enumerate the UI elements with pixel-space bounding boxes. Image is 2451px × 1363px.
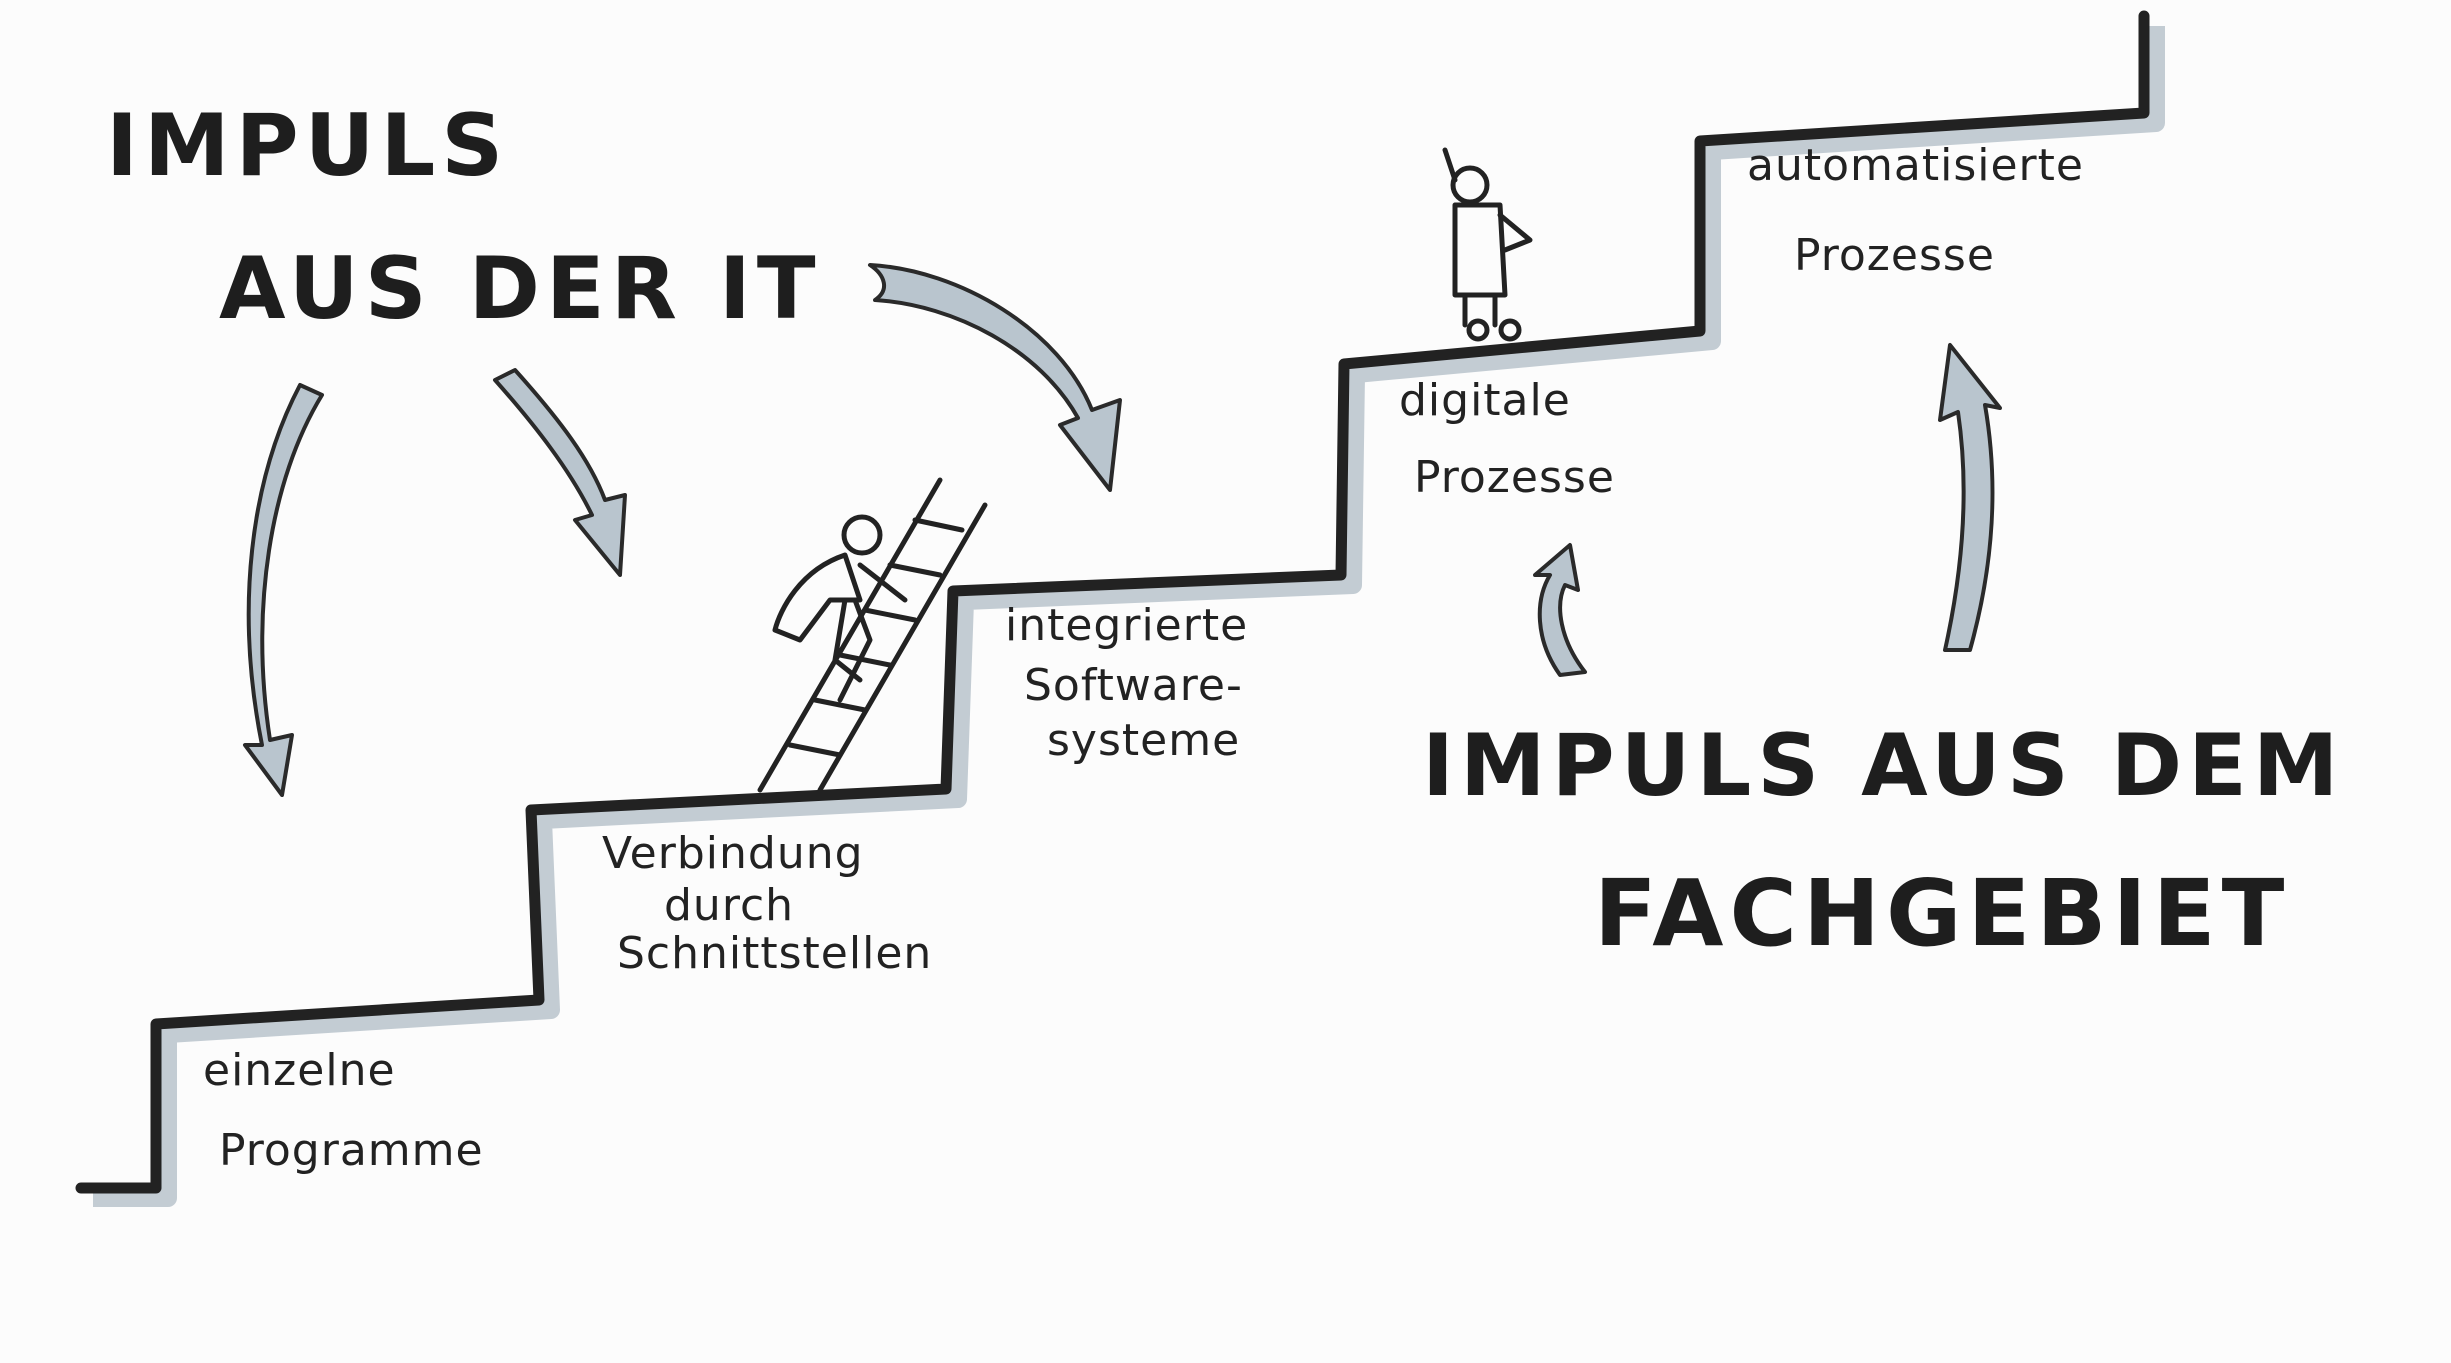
svg-text:Verbindung: Verbindung bbox=[602, 828, 864, 879]
heading-fachgebiet: IMPULS AUS DEM FACHGEBIET bbox=[1422, 716, 2344, 967]
step-label-2: Verbindung durch Schnittstellen bbox=[602, 828, 932, 979]
svg-text:Prozesse: Prozesse bbox=[1794, 230, 1995, 281]
ladder bbox=[757, 477, 988, 793]
svg-text:Programme: Programme bbox=[219, 1125, 484, 1176]
svg-text:systeme: systeme bbox=[1047, 715, 1240, 766]
it-impulse-arrows bbox=[243, 263, 1122, 797]
svg-text:einzelne: einzelne bbox=[203, 1045, 396, 1096]
step-label-4: digitale Prozesse bbox=[1399, 375, 1615, 503]
svg-text:automatisierte: automatisierte bbox=[1747, 140, 2084, 191]
arrow-to-step-3 bbox=[868, 263, 1122, 492]
svg-text:IMPULS: IMPULS bbox=[106, 96, 509, 196]
arrow-to-step-5 bbox=[1938, 343, 2002, 652]
fach-impulse-arrows bbox=[1533, 343, 2002, 677]
staircase bbox=[75, 10, 2165, 1207]
svg-text:Schnittstellen: Schnittstellen bbox=[617, 928, 932, 979]
svg-text:digitale: digitale bbox=[1399, 375, 1571, 426]
svg-text:IMPULS AUS DEM: IMPULS AUS DEM bbox=[1422, 716, 2344, 816]
step-label-5: automatisierte Prozesse bbox=[1747, 140, 2084, 281]
svg-text:AUS DER IT: AUS DER IT bbox=[219, 239, 822, 339]
arrow-to-step-1 bbox=[243, 383, 324, 797]
arrow-to-step-2 bbox=[493, 368, 627, 577]
heading-it: IMPULS AUS DER IT bbox=[106, 96, 822, 339]
standing-figure-icon bbox=[1442, 147, 1533, 342]
svg-text:Software-: Software- bbox=[1024, 660, 1243, 711]
climbing-figure-icon bbox=[772, 514, 908, 703]
arrow-to-step-4 bbox=[1533, 543, 1587, 677]
step-label-3: integrierte Software- systeme bbox=[1005, 600, 1248, 766]
svg-text:Prozesse: Prozesse bbox=[1414, 452, 1615, 503]
step-label-1: einzelne Programme bbox=[203, 1045, 484, 1176]
svg-text:durch: durch bbox=[664, 880, 794, 931]
svg-text:FACHGEBIET: FACHGEBIET bbox=[1594, 860, 2290, 967]
svg-text:integrierte: integrierte bbox=[1005, 600, 1248, 651]
